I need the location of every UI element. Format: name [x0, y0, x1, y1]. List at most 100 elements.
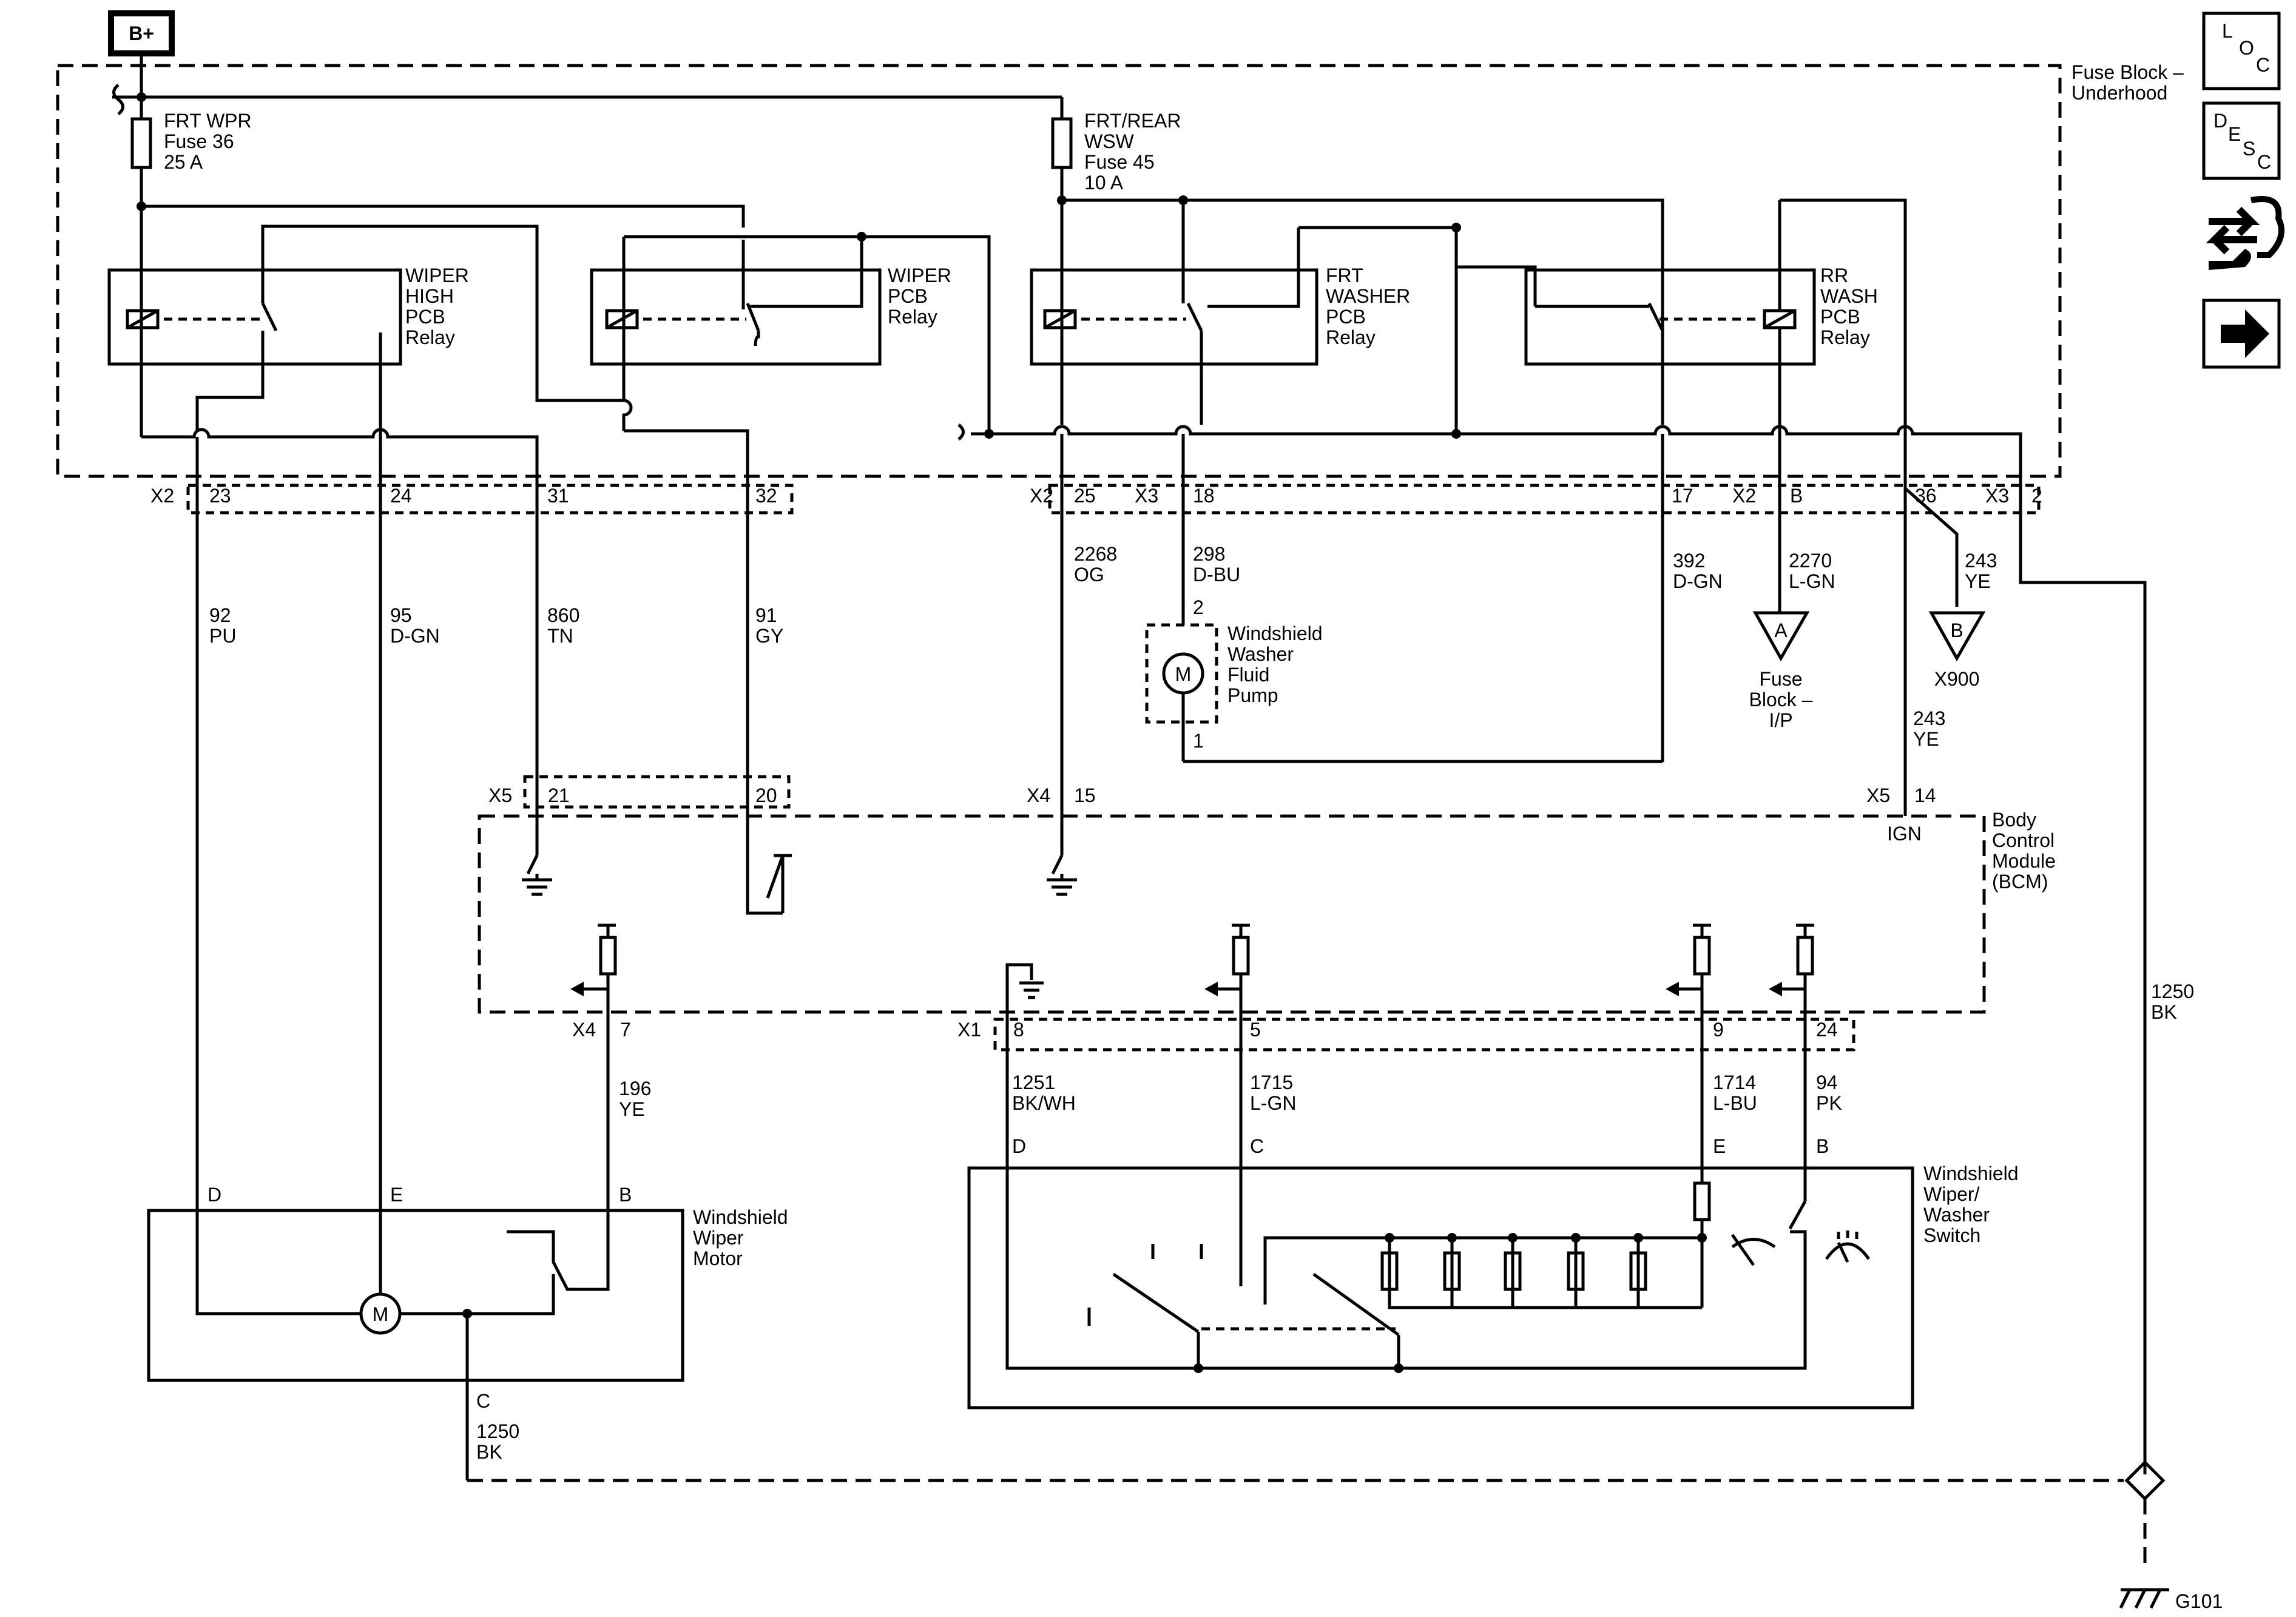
bcm-pullup-pin9 [1666, 923, 1711, 1183]
washer-symbol-icon [1825, 1230, 1871, 1263]
connector-row-top: X2 23 24 31 32 X2 25 X3 18 17 X2 B 36 X3… [150, 484, 2042, 515]
offpage-b-label: X900 [1934, 668, 1980, 690]
wire-labels-lower: 196 YE 1251 BK/WH 1715 L-GN 1714 L-BU 94… [476, 1072, 1842, 1463]
wire-2268-num: 2268 [1074, 543, 1117, 565]
pump-label-4: Pump [1227, 684, 1278, 706]
connector-x5-left: X5 [488, 785, 512, 806]
pin-36: 36 [1915, 485, 1937, 507]
loc-o: O [2239, 37, 2254, 59]
pin-17: 17 [1672, 485, 1693, 507]
frt-washer-relay-label-4: Relay [1326, 326, 1376, 348]
bplus-terminal: B+ [108, 10, 175, 97]
wiper-motor-label-3: Motor [693, 1247, 743, 1269]
pump-label-3: Fluid [1227, 664, 1269, 686]
pin-21: 21 [548, 785, 570, 806]
pin-b: B [1790, 485, 1803, 507]
wiper-switch-pin-c: C [1250, 1135, 1264, 1157]
wire-92-color: PU [209, 625, 236, 647]
wire-1250b-color: BK [476, 1441, 502, 1463]
connector-x2-left: X2 [150, 485, 174, 507]
wiper-motor-pin-d: D [208, 1184, 221, 1206]
bcm-label-2: Control [1992, 829, 2055, 851]
pump-label-2: Washer [1227, 643, 1294, 665]
wire-1250a-num: 1250 [2151, 981, 2194, 1002]
wire-392-color: D-GN [1673, 570, 1723, 592]
wire-2270-color: L-GN [1789, 570, 1835, 592]
pin-23: 23 [209, 485, 231, 507]
connector-repair-icon[interactable] [2206, 196, 2284, 270]
wiper-high-relay-label-1: WIPER [405, 265, 469, 286]
wiper-switch-label-2: Wiper/ [1923, 1183, 1980, 1205]
wire-labels-upper: 92 PU 95 D-GN 860 TN 91 GY 2268 OG 298 D… [209, 543, 2194, 1023]
connector-x3-right: X3 [1985, 485, 2009, 507]
pin-15: 15 [1074, 785, 1096, 806]
pin-5: 5 [1250, 1019, 1261, 1041]
wire-1251-color: BK/WH [1012, 1092, 1076, 1114]
arrow-right-icon[interactable] [2202, 299, 2281, 369]
fuse-45-label-1: FRT/REAR [1084, 110, 1181, 132]
desc-e: E [2228, 123, 2241, 145]
loc-l: L [2222, 20, 2233, 42]
wire-1250a-color: BK [2151, 1001, 2177, 1023]
pump-pin-1: 1 [1193, 730, 1204, 752]
fuse-block-underhood: Fuse Block – Underhood [56, 61, 2184, 478]
rr-wash-relay-label-1: RR [1820, 265, 1848, 286]
pin-2: 2 [2031, 485, 2042, 507]
offpage-a-label-1: Fuse [1759, 668, 1802, 690]
wiper-motor-symbol: M [373, 1303, 389, 1325]
wiper-high-relay-label-2: HIGH [405, 285, 454, 307]
wire-91-num: 91 [755, 604, 777, 626]
wire-196-color: YE [619, 1098, 645, 1120]
wiper-relay: WIPER PCB Relay [590, 265, 951, 366]
offpage-a-label-3: I/P [1769, 709, 1792, 731]
connector-x4-bottom: X4 [572, 1019, 596, 1041]
wire-94-color: PK [1816, 1092, 1842, 1114]
wire-243a-color: YE [1965, 570, 1991, 592]
frt-washer-relay: FRT WASHER PCB Relay [1030, 265, 1410, 366]
bcm-pullup-pin5 [1204, 923, 1250, 1286]
fuse-36-label-2: Fuse 36 [164, 130, 234, 152]
description-icon[interactable]: D E S C [2202, 101, 2281, 180]
offpage-connector-a: A Fuse Block – I/P [1749, 611, 1813, 731]
wire-2270-num: 2270 [1789, 550, 1832, 572]
connector-x3-mid: X3 [1135, 485, 1158, 507]
wiper-switch-label-3: Washer [1923, 1204, 1990, 1226]
wire-95-num: 95 [390, 604, 412, 626]
pin-25: 25 [1074, 485, 1096, 507]
wire-392-num: 392 [1673, 550, 1705, 572]
pin-8: 8 [1013, 1019, 1024, 1041]
wire-860-num: 860 [547, 604, 579, 626]
fuse-45: FRT/REAR WSW Fuse 45 10 A [1051, 97, 1181, 205]
bplus-label: B+ [129, 22, 154, 44]
wire-196-num: 196 [619, 1078, 651, 1099]
frt-washer-relay-label-1: FRT [1326, 265, 1363, 286]
pin-32: 32 [755, 485, 777, 507]
frt-washer-relay-label-3: PCB [1326, 306, 1366, 328]
pump-label-1: Windshield [1227, 623, 1323, 644]
connector-x2-right: X2 [1732, 485, 1756, 507]
ground-g101: G101 [467, 1460, 2223, 1612]
wire-1714-num: 1714 [1713, 1072, 1756, 1093]
wire-1715-color: L-GN [1250, 1092, 1296, 1114]
wiper-motor-label-1: Windshield [693, 1206, 788, 1228]
wire-94-num: 94 [1816, 1072, 1838, 1093]
location-icon[interactable]: L O C [2202, 12, 2281, 90]
connector-x1: X1 [957, 1019, 981, 1041]
wire-1250b-num: 1250 [476, 1420, 519, 1442]
wire-1251-num: 1251 [1012, 1072, 1055, 1093]
wiper-switch-pin-e: E [1713, 1135, 1726, 1157]
fuse-block-underhood-label-1: Fuse Block – [2071, 61, 2184, 83]
wiper-motor-pin-e: E [390, 1184, 403, 1206]
wiper-symbol-icon [1730, 1234, 1776, 1266]
resistor-ladder [1380, 1233, 1702, 1309]
wire-92-num: 92 [209, 604, 231, 626]
wiper-relay-label-2: PCB [888, 285, 928, 307]
offpage-a-letter: A [1774, 619, 1788, 641]
offpage-connector-b: B X900 [1928, 611, 1986, 690]
wire-91-color: GY [755, 625, 783, 647]
wiper-switch-pin-d: D [1012, 1135, 1026, 1157]
windshield-wiper-motor: Windshield Wiper Motor D E B C M [147, 1184, 788, 1412]
desc-d: D [2213, 110, 2227, 132]
rr-wash-relay: RR WASH PCB Relay [1524, 265, 1878, 366]
